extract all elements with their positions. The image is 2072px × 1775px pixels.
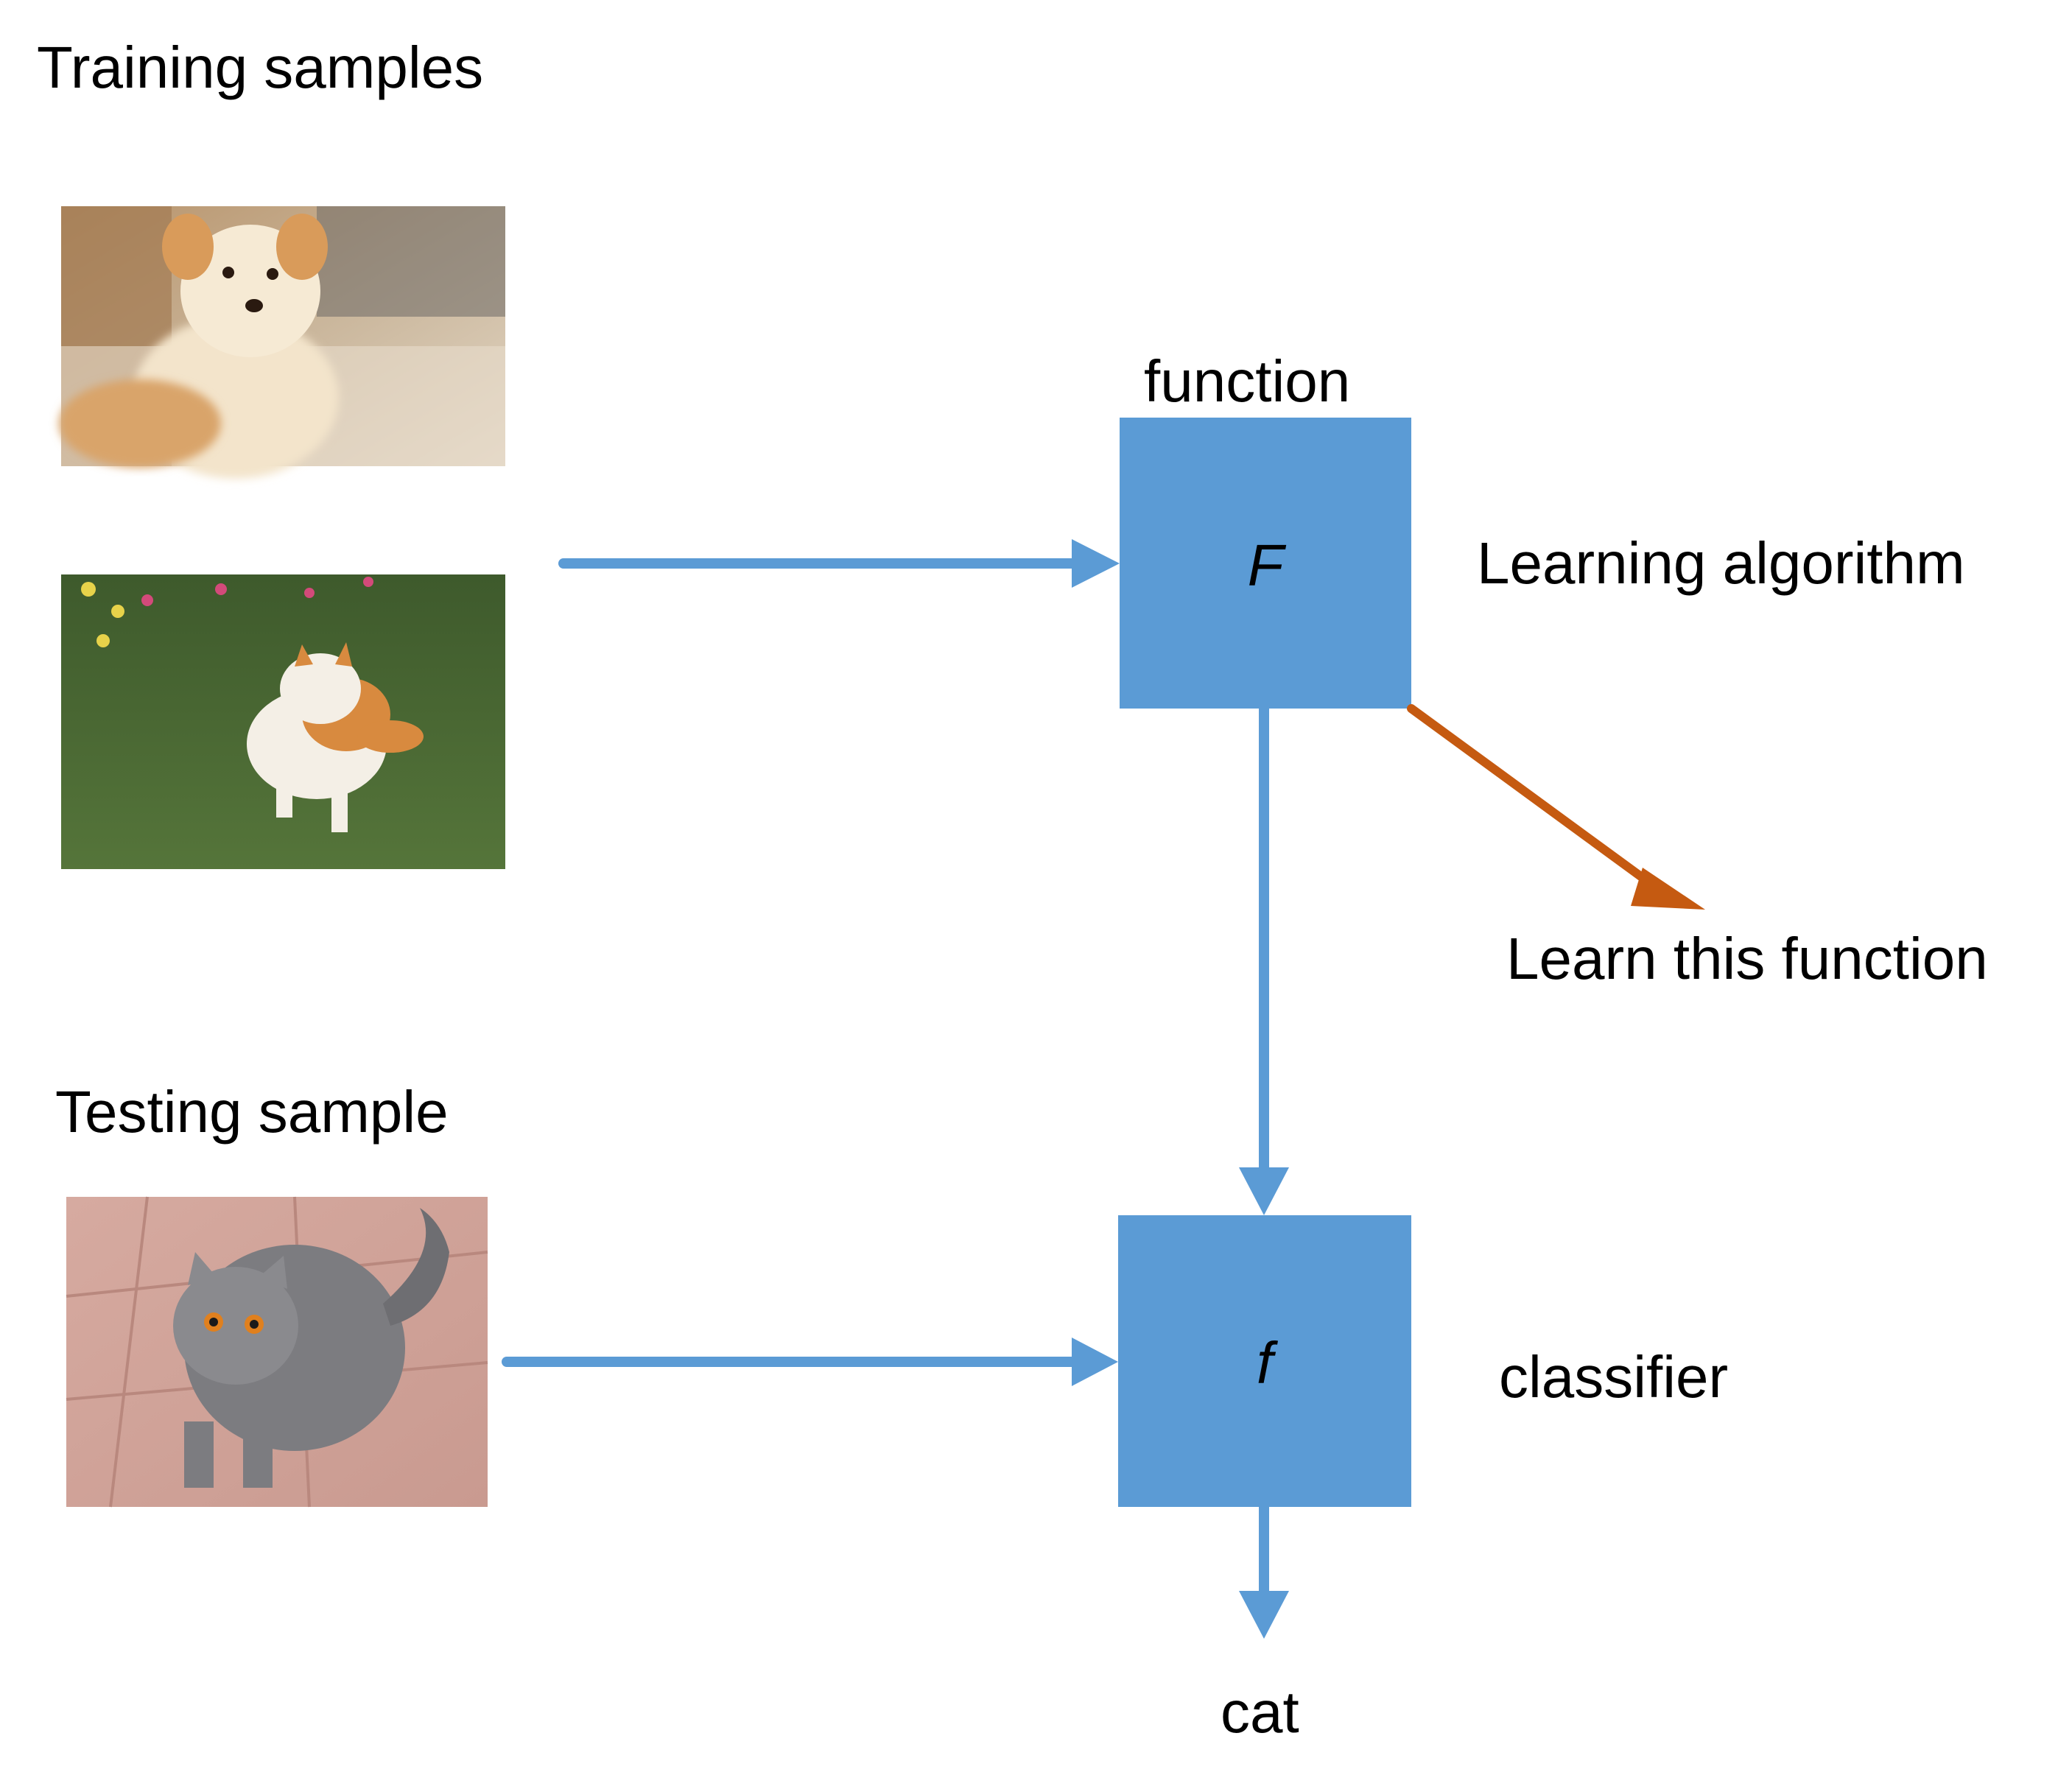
function-label: function xyxy=(1144,348,1351,414)
testing-to-classifier-arrow xyxy=(502,1338,1118,1386)
classifier-box xyxy=(1118,1215,1411,1507)
classifier-label: classifier xyxy=(1499,1344,1729,1410)
training-cat-image xyxy=(61,574,505,869)
training-samples-label: Training samples xyxy=(37,35,484,100)
testing-sample-label: Testing sample xyxy=(55,1079,449,1145)
training-dog-image xyxy=(59,206,505,479)
learn-this-function-label: Learn this function xyxy=(1506,926,1988,991)
learning-box-symbol: F xyxy=(1248,532,1287,598)
function-to-classifier-arrow xyxy=(1239,709,1289,1215)
output-label: cat xyxy=(1221,1679,1299,1745)
learn-function-arrow xyxy=(1407,704,1705,910)
learning-algorithm-label: Learning algorithm xyxy=(1477,530,1965,596)
training-to-function-arrow xyxy=(558,539,1120,588)
classifier-output-arrow xyxy=(1239,1507,1289,1639)
testing-cat-image xyxy=(66,1196,488,1508)
learning-algorithm-box xyxy=(1120,418,1411,709)
